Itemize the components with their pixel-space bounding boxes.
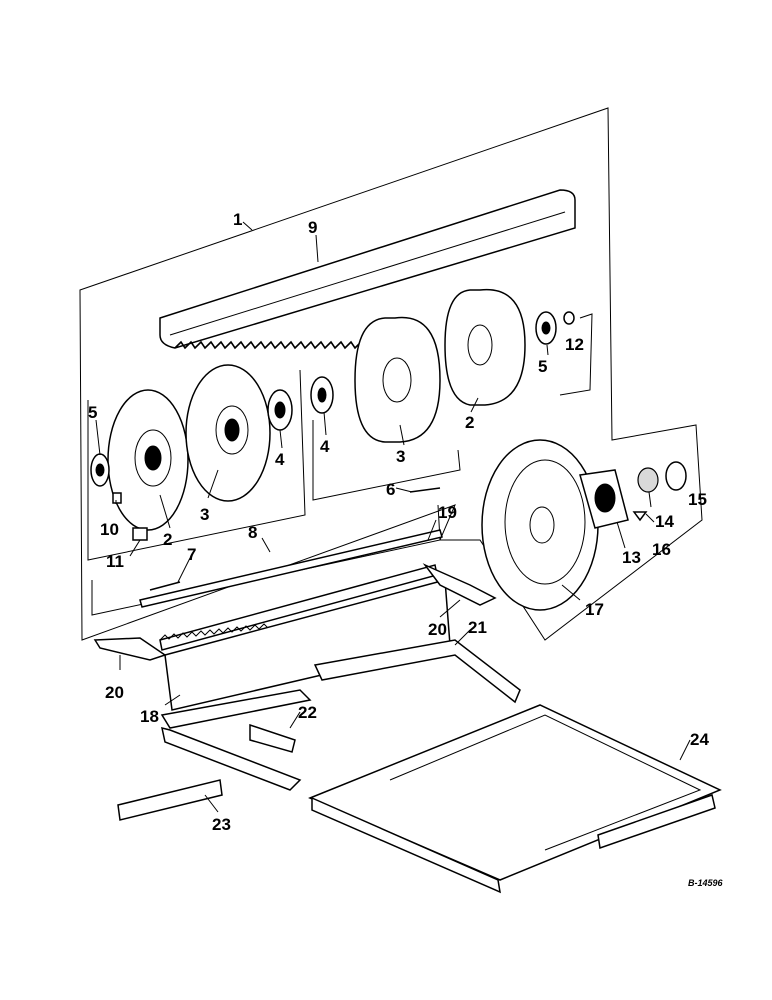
callout-24: 24 — [690, 730, 709, 749]
strip-23 — [117, 779, 223, 821]
callout-11: 11 — [106, 552, 124, 571]
leader-lines — [95, 221, 691, 813]
callout-6: 6 — [386, 480, 395, 499]
callout-22: 22 — [298, 703, 317, 722]
callout-19: 19 — [438, 503, 457, 522]
callout-4-right: 4 — [320, 437, 330, 456]
flange-right — [535, 311, 557, 345]
callout-3-right: 3 — [396, 447, 405, 466]
callout-14: 14 — [655, 512, 674, 531]
pulley-17 — [481, 439, 599, 611]
callout-5-right: 5 — [538, 357, 547, 376]
callout-20-right: 20 — [428, 620, 447, 639]
cylinder-disc-right-outer — [444, 288, 526, 406]
callout-4-left: 4 — [275, 450, 285, 469]
callout-16: 16 — [652, 540, 671, 559]
cylinder-disc-left-inner — [185, 364, 271, 502]
cylinder-subframe-right — [312, 420, 461, 501]
upper-subframe — [559, 313, 593, 396]
bearing-14 — [637, 467, 659, 493]
callout-23: 23 — [212, 815, 231, 834]
callout-2-right: 2 — [465, 413, 474, 432]
callout-12: 12 — [565, 335, 584, 354]
fitting-16 — [632, 511, 648, 522]
callout-5-left: 5 — [88, 403, 97, 422]
shaft-8 — [139, 529, 443, 608]
callout-1: 1 — [233, 210, 242, 229]
drawing-code: B-14596 — [688, 878, 724, 888]
hub-left — [267, 389, 293, 431]
key-7 — [149, 581, 181, 591]
pan-22-side — [161, 726, 302, 791]
bracket-20-left — [93, 637, 167, 661]
bearing-15 — [665, 461, 687, 491]
plate-11 — [132, 527, 148, 541]
pan-21 — [313, 639, 521, 704]
callout-21: 21 — [468, 618, 487, 637]
callout-13: 13 — [622, 548, 641, 567]
cylinder-disc-left-outer — [107, 389, 189, 531]
rasp-bar — [159, 189, 576, 350]
callout-15: 15 — [688, 490, 707, 509]
callout-18: 18 — [140, 707, 159, 726]
bracket-20-right — [422, 563, 497, 606]
key-10 — [112, 492, 122, 504]
shaft-6 — [409, 487, 441, 493]
callout-17: 17 — [585, 600, 604, 619]
flange-left — [90, 453, 110, 487]
callout-10: 10 — [100, 520, 119, 539]
callout-20-left: 20 — [105, 683, 124, 702]
callout-2-left: 2 — [163, 530, 172, 549]
callout-9: 9 — [308, 218, 317, 237]
bearing-housing-13 — [579, 469, 629, 529]
tray-24 — [308, 704, 722, 894]
washer-12 — [563, 311, 575, 325]
assembly-outline — [79, 107, 703, 641]
callout-7: 7 — [187, 545, 196, 564]
callout-8: 8 — [248, 523, 257, 542]
concave-bar-19-teeth — [159, 623, 269, 641]
cylinder-disc-right-inner — [354, 316, 441, 443]
callout-3-left: 3 — [200, 505, 209, 524]
plate-22 — [249, 723, 296, 753]
cylinder-subframe-left — [87, 369, 306, 561]
pan-22 — [160, 689, 312, 729]
hub-center — [310, 376, 334, 414]
